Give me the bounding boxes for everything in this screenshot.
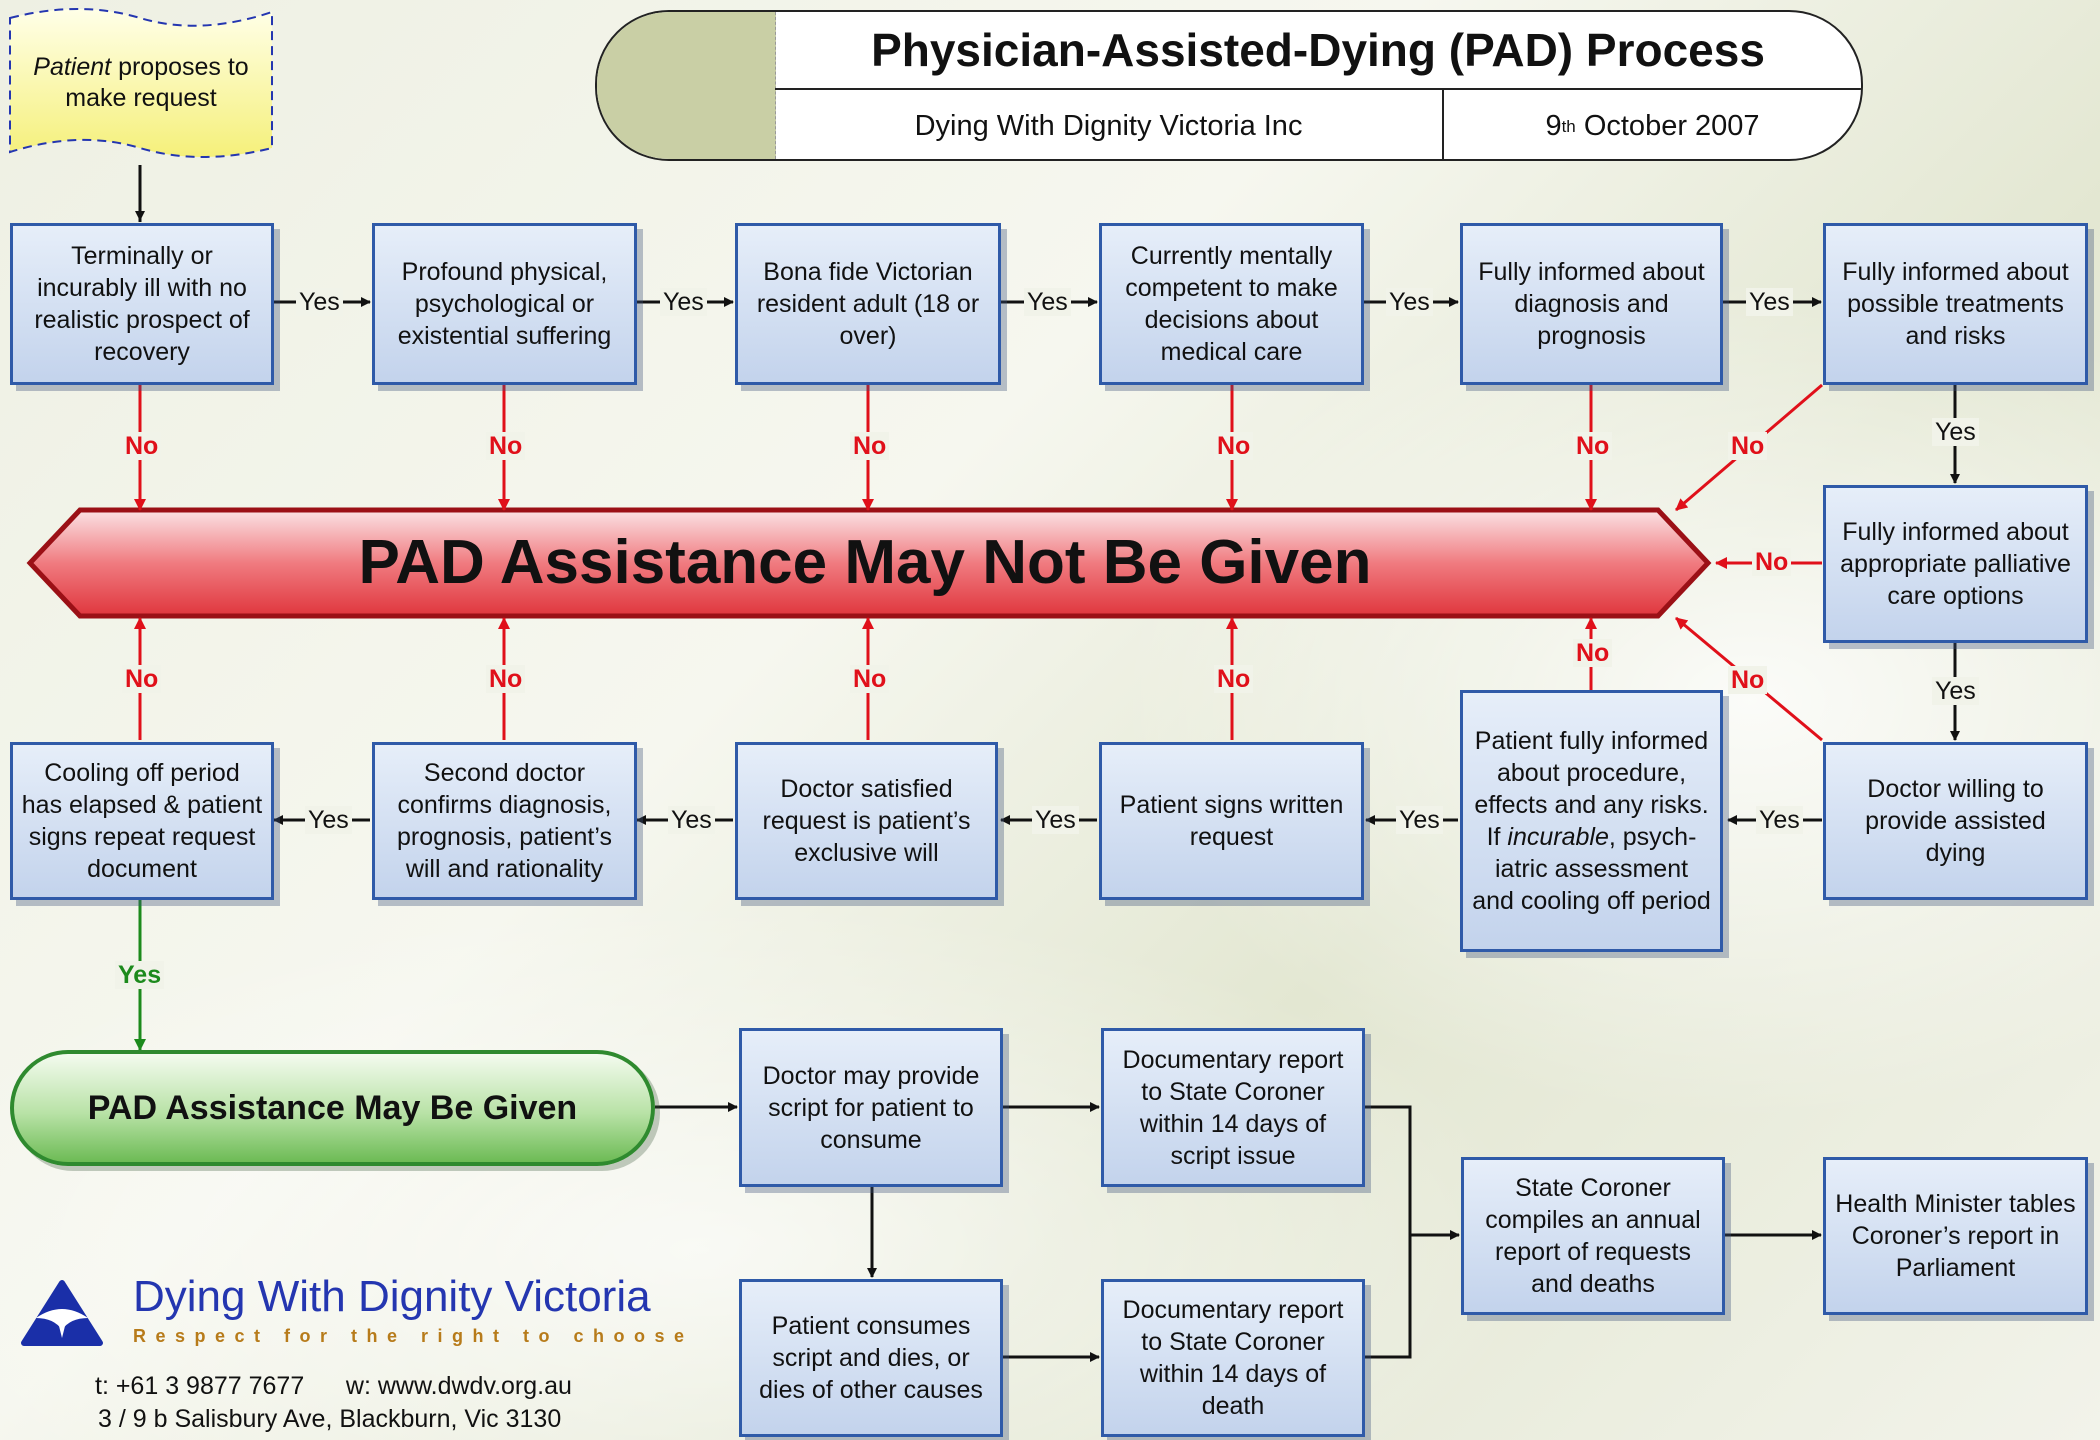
informed-line1: Patient fully informed about procedure, …: [1474, 727, 1709, 819]
criterion-diagnosis-informed: Fully informed about diagnosis and progn…: [1460, 223, 1723, 385]
address-text: 3 / 9 b Salisbury Ave, Blackburn, Vic 31…: [98, 1405, 562, 1433]
patient-note-shape: [9, 8, 273, 158]
step-coroner-report: State Coroner compiles an annual report …: [1461, 1157, 1725, 1315]
phone-text: t: +61 3 9877 7677: [95, 1372, 305, 1400]
not-given-banner-shape: [26, 507, 1712, 619]
step-patient-fully-informed: Patient fully informed about procedure, …: [1460, 690, 1723, 952]
criterion-text: Fully informed about diagnosis and progn…: [1478, 258, 1705, 350]
criterion-mentally-competent: Currently mentally competent to make dec…: [1099, 223, 1364, 385]
date-day: 9: [1545, 110, 1562, 142]
criterion-text: Currently mentally competent to make dec…: [1125, 242, 1338, 366]
no-label: No: [1728, 432, 1768, 460]
diagram-title: Physician-Assisted-Dying (PAD) Process: [775, 12, 1861, 90]
yes-label: Yes: [1932, 677, 1979, 705]
step-text: Patient signs written request: [1119, 791, 1344, 851]
step-report-script: Documentary report to State Coroner with…: [1101, 1028, 1365, 1187]
date-rest: October 2007: [1575, 110, 1760, 142]
step-text: Second doctor confirms diagnosis, progno…: [397, 759, 612, 883]
step-doctor-willing: Doctor willing to provide assisted dying: [1823, 742, 2088, 900]
yes-label: Yes: [668, 806, 715, 834]
step-report-death: Documentary report to State Coroner with…: [1101, 1279, 1365, 1437]
no-label: No: [850, 665, 890, 693]
title-organization: Dying With Dignity Victoria Inc: [775, 90, 1444, 159]
yes-label: Yes: [296, 288, 343, 316]
web-link[interactable]: w: www.dwdv.org.au: [345, 1372, 572, 1400]
step-text: Documentary report to State Coroner with…: [1122, 1045, 1344, 1170]
title-accent: [597, 12, 776, 159]
yes-label: Yes: [1932, 418, 1979, 446]
not-given-banner: PAD Assistance May Not Be Given: [358, 528, 1372, 597]
yes-label: Yes: [1396, 806, 1443, 834]
contact-line: t: +61 3 9877 7677 w: www.dwdv.org.au: [95, 1372, 572, 1401]
criterion-text: Bona fide Victorian resident adult (18 o…: [756, 258, 980, 350]
no-label: No: [850, 432, 890, 460]
yes-label: Yes: [1756, 806, 1803, 834]
criterion-text: Fully informed about possible treatments…: [1842, 258, 2069, 350]
date-suffix: th: [1561, 116, 1576, 136]
logo-tagline: Respect for the right to choose: [133, 1326, 694, 1346]
no-label: No: [1728, 666, 1768, 694]
step-text: Patient fully informed about procedure, …: [1471, 725, 1712, 917]
no-label: No: [1214, 432, 1254, 460]
dove-logo-icon: [21, 1280, 103, 1346]
no-label: No: [122, 432, 162, 460]
no-label: No: [1752, 548, 1792, 576]
informed-line2: , psych-iatric assessment and cooling of…: [1472, 823, 1711, 915]
informed-if: If: [1486, 823, 1508, 851]
patient-note-prefix: Patient: [33, 53, 112, 81]
yes-label: Yes: [1746, 288, 1793, 316]
step-text: Patient consumes script and dies, or die…: [759, 1312, 983, 1404]
step-patient-signs: Patient signs written request: [1099, 742, 1364, 900]
step-text: Doctor willing to provide assisted dying: [1865, 775, 2046, 867]
criterion-text: Fully informed about appropriate palliat…: [1840, 518, 2071, 610]
no-label: No: [486, 432, 526, 460]
yes-label: Yes: [1024, 288, 1071, 316]
yes-label: Yes: [660, 288, 707, 316]
yes-label: Yes: [1386, 288, 1433, 316]
title-panel: Physician-Assisted-Dying (PAD) Process D…: [595, 10, 1863, 161]
step-doctor-satisfied: Doctor satisfied request is patient’s ex…: [735, 742, 998, 900]
criterion-text: Terminally or incurably ill with no real…: [34, 242, 250, 366]
yes-label-green: Yes: [115, 961, 165, 989]
step-text: Doctor satisfied request is patient’s ex…: [762, 775, 971, 867]
criterion-text: Profound physical, psychological or exis…: [397, 258, 612, 350]
no-label: No: [1573, 639, 1613, 667]
step-text: Health Minister tables Coroner’s report …: [1835, 1190, 2076, 1282]
step-text: Documentary report to State Coroner with…: [1122, 1296, 1344, 1420]
step-doctor-script: Doctor may provide script for patient to…: [739, 1028, 1003, 1187]
criterion-treatments-informed: Fully informed about possible treatments…: [1823, 223, 2088, 385]
criterion-terminal-illness: Terminally or incurably ill with no real…: [10, 223, 274, 385]
no-label: No: [486, 665, 526, 693]
step-patient-consumes: Patient consumes script and dies, or die…: [739, 1279, 1003, 1437]
step-minister-tables: Health Minister tables Coroner’s report …: [1823, 1157, 2088, 1315]
step-text: Doctor may provide script for patient to…: [762, 1061, 980, 1154]
no-label: No: [1214, 665, 1254, 693]
given-banner: PAD Assistance May Be Given: [10, 1050, 655, 1166]
step-text: Cooling off period has elapsed & patient…: [21, 759, 263, 883]
step-second-doctor: Second doctor confirms diagnosis, progno…: [372, 742, 637, 900]
step-cooling-off: Cooling off period has elapsed & patient…: [10, 742, 274, 900]
no-label: No: [1573, 432, 1613, 460]
criterion-palliative-informed: Fully informed about appropriate palliat…: [1823, 485, 2088, 643]
patient-note: Patient proposes to make request: [10, 52, 272, 114]
informed-incurable: incurable: [1507, 823, 1609, 851]
no-label: No: [122, 665, 162, 693]
step-text: State Coroner compiles an annual report …: [1485, 1174, 1701, 1298]
yes-label: Yes: [1032, 806, 1079, 834]
yes-label: Yes: [305, 806, 352, 834]
patient-note-rest: proposes to make request: [65, 53, 256, 112]
criterion-suffering: Profound physical, psychological or exis…: [372, 223, 637, 385]
logo-name: Dying With Dignity Victoria: [133, 1272, 651, 1321]
criterion-resident-adult: Bona fide Victorian resident adult (18 o…: [735, 223, 1001, 385]
